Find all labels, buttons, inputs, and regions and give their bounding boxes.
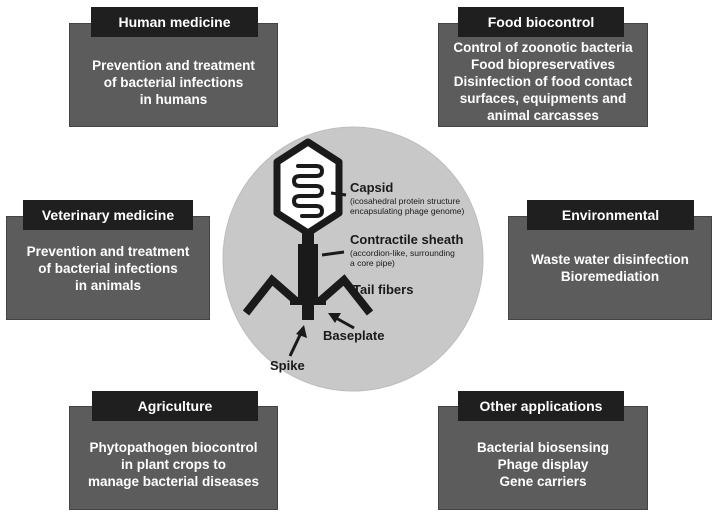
sheath-description-line-1: (accordion-like, surrounding [350,248,455,258]
food-biocontrol-box: Control of zoonotic bacteria Food biopre… [438,23,648,127]
other-applications-line: Gene carriers [499,473,587,489]
tail-fiber-left [242,274,299,316]
veterinary-medicine-box: Prevention and treatment of bacterial in… [6,216,210,320]
agriculture-line: in plant crops to [120,456,226,472]
other-applications-line: Phage display [497,456,589,472]
sheath-label: Contractile sheath [350,232,464,247]
human-medicine-line: Prevention and treatment [92,57,255,73]
baseplate-label: Baseplate [323,328,385,343]
agriculture-box: Phytopathogen biocontrol in plant crops … [69,406,278,510]
environmental-title: Environmental [527,200,694,230]
agriculture-title: Agriculture [92,391,258,421]
agriculture-line: Phytopathogen biocontrol [89,439,258,455]
food-biocontrol-line: Disinfection of food contact [453,73,633,89]
food-biocontrol-line: animal carcasses [487,107,599,123]
environmental-line: Bioremediation [560,269,660,284]
agriculture-line: manage bacterial diseases [87,473,260,489]
food-biocontrol-line: surfaces, equipments and [459,90,627,106]
environmental-line: Waste water disinfection [531,252,689,267]
human-medicine-box: Prevention and treatment of bacterial in… [69,23,278,127]
tail-fiber-right [317,274,374,316]
human-medicine-line: in humans [139,91,208,107]
sheath-shape [298,244,318,298]
spike-label: Spike [270,358,305,373]
other-applications-title: Other applications [458,391,624,421]
food-biocontrol-title: Food biocontrol [458,7,624,37]
baseplate-arrow [328,313,355,330]
genome-coil [291,164,325,218]
sheath-pointer [321,250,345,257]
sheath-description-line-2: a core pipe) [350,258,395,268]
capsid-description-line-2: encapsulating phage genome) [350,206,465,216]
other-applications-box: Bacterial biosensing Phage display Gene … [438,406,648,510]
veterinary-medicine-line: of bacterial infections [38,260,178,276]
food-biocontrol-line: Food biopreservatives [470,56,616,72]
capsid-pointer [330,191,347,197]
other-applications-line: Bacterial biosensing [476,439,610,455]
veterinary-medicine-line: Prevention and treatment [26,243,190,259]
capsid-label: Capsid [350,180,394,195]
veterinary-medicine-line: in animals [74,277,142,293]
environmental-box: Waste water disinfection Bioremediation [508,216,712,320]
spike-arrow [288,325,307,357]
neck-shape [302,232,314,246]
food-biocontrol-line: Control of zoonotic bacteria [453,39,633,55]
baseplate-shape [290,297,326,305]
veterinary-medicine-title: Veterinary medicine [23,200,193,230]
tail-fibers-label: Tail fibers [353,282,414,297]
human-medicine-line: of bacterial infections [103,74,244,90]
spike-shape [302,304,314,320]
capsid-description-line-1: (icosahedral protein structure [350,196,461,206]
human-medicine-title: Human medicine [91,7,258,37]
